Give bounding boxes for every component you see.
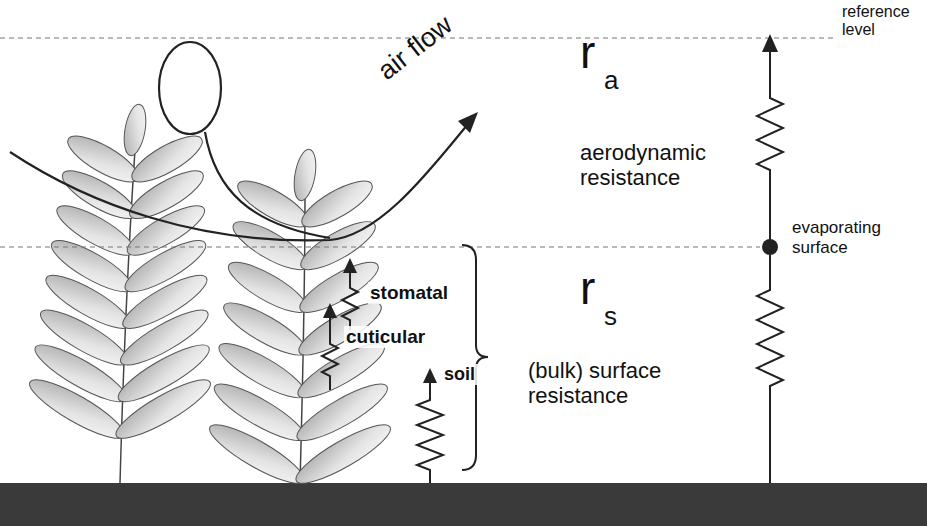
leaf [24,371,131,448]
leaf [291,148,320,203]
plants [24,103,397,493]
surface-resistance-label: (bulk) surface resistance [528,358,698,409]
ground [0,483,927,526]
leaf [121,103,150,158]
evaporating-surface-label: evaporating surface [792,218,912,257]
resistance-subscript: s [604,302,634,332]
evaporating-surface-line [0,246,760,247]
air-flow-arrowhead [458,112,478,133]
resistor-symbols [322,50,783,483]
evaporating-surface-node [762,239,778,255]
stomatal-label: stomatal [368,282,472,304]
air-flow-label: air flow [372,0,501,86]
cuticular-label: cuticular [344,326,448,348]
aerodynamic-resistance-label: aerodynamic resistance [580,140,730,191]
soil-label: soil [442,364,496,385]
reference-level-label: reference level [842,3,922,40]
resistance-subscript: a [604,66,634,96]
arrowheads [323,34,778,383]
leaf [110,371,217,448]
leaf [290,416,397,493]
leaf [204,416,311,493]
